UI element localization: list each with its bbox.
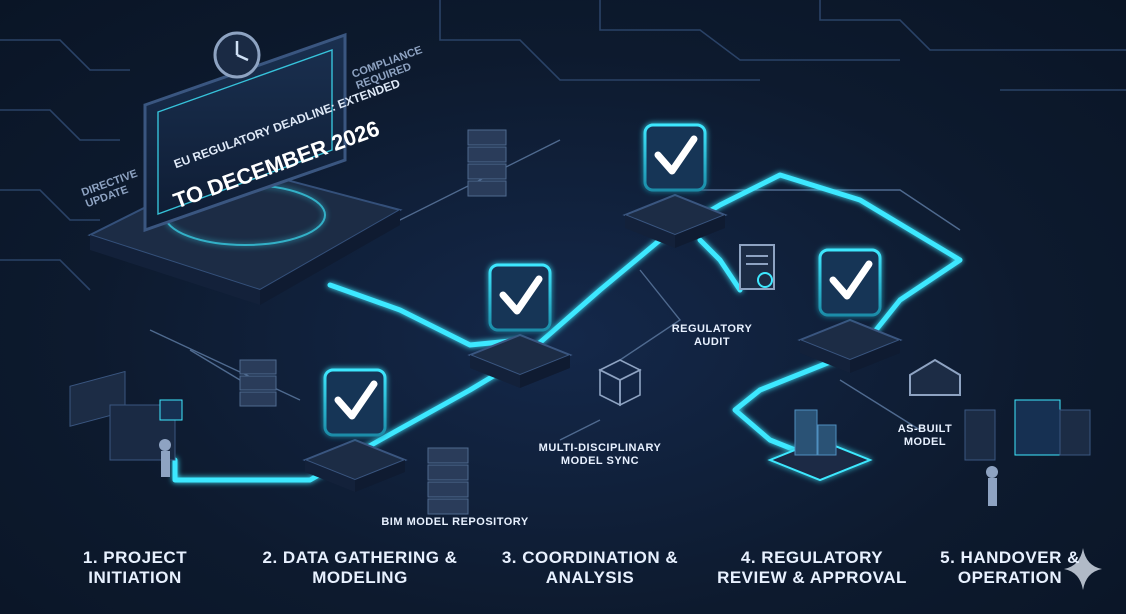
person-icon <box>159 439 171 451</box>
callout-model-sync: MULTI-DISCIPLINARY MODEL SYNC <box>538 442 662 467</box>
regulatory-banner-monitor <box>87 31 403 305</box>
checkmark-icon <box>334 380 378 420</box>
checkmark-icon <box>499 275 543 315</box>
callout-regulatory-audit: REGULATORY AUDIT <box>671 323 753 348</box>
checkmark-icon <box>829 260 873 300</box>
stage-label-1: 1. PROJECT INITIATION <box>82 548 188 587</box>
circuit-traces <box>0 0 1126 291</box>
checkpoint-coordination <box>467 263 573 388</box>
station-project-initiation <box>69 370 183 477</box>
checkpoint-audit <box>622 123 728 248</box>
stage-label-3: 3. COORDINATION & ANALYSIS <box>501 548 679 587</box>
checkpoint-data-gathering <box>302 368 408 492</box>
person-icon <box>986 466 998 478</box>
server-stack-top <box>467 129 507 197</box>
audit-document-icon <box>739 244 775 290</box>
checkpoint-regulatory-review <box>797 248 903 373</box>
server-stack-left <box>239 359 277 407</box>
checkmark-icon <box>654 135 698 175</box>
stage-label-5: 5. HANDOVER & OPERATION <box>940 548 1080 587</box>
callout-bim-repository: BIM MODEL REPOSITORY <box>381 516 529 528</box>
stage-label-4: 4. REGULATORY REVIEW & APPROVAL <box>717 548 907 587</box>
as-built-house-icon <box>909 358 961 396</box>
stage-label-2: 2. DATA GATHERING & MODELING <box>262 548 458 587</box>
audit-flow-path <box>697 237 743 293</box>
model-sync-cube-icon <box>598 359 642 407</box>
bim-repository-server <box>427 447 469 515</box>
callout-as-built: AS-BUILT MODEL <box>897 423 953 448</box>
sparkle-icon <box>1064 548 1102 590</box>
secondary-flow-path <box>327 282 523 348</box>
approval-platform <box>767 409 873 482</box>
station-handover <box>964 399 1091 506</box>
